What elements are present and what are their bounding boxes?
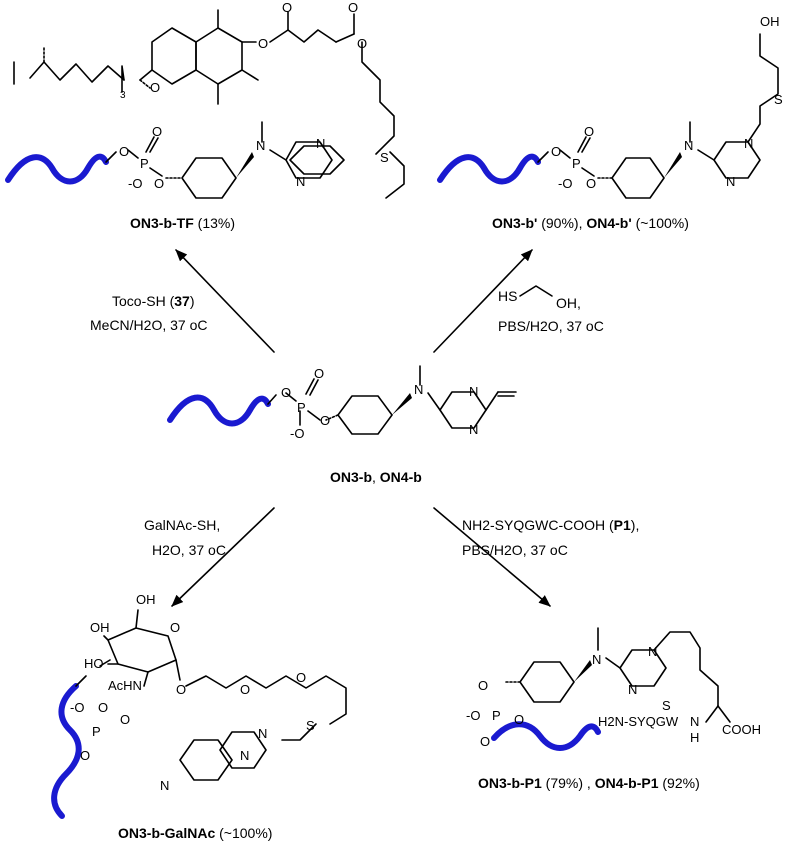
svg-text:HO: HO: [84, 656, 104, 671]
svg-text:HS: HS: [498, 288, 517, 304]
arrow-bottom-left: [171, 507, 275, 607]
svg-text:N: N: [296, 174, 305, 189]
svg-text:OH: OH: [760, 14, 780, 29]
bl-product-label: ON3-b-GalNAc (~100%): [118, 825, 272, 841]
svg-text:O: O: [258, 36, 268, 51]
svg-text:O: O: [282, 0, 292, 15]
svg-text:N: N: [744, 136, 753, 151]
svg-text:N: N: [690, 714, 699, 729]
br-product-label: ON3-b-P1 (79%) , ON4-b-P1 (92%): [478, 775, 700, 791]
svg-text:OH: OH: [136, 592, 156, 607]
center-Ominus: -O: [290, 426, 304, 441]
svg-text:N: N: [240, 748, 249, 763]
oligo-strand-br: [491, 721, 601, 751]
tl-product-molecule: O O O O O S N N N P O O O -O 3: [5, 0, 405, 199]
bl-product-molecule: OH OH HO AcHN O O O O S N N N P O O O -O: [51, 592, 347, 819]
cond-br-line1: NH2-SYQGWC-COOH (P1),: [462, 517, 639, 533]
tr-product-label: ON3-b' (90%), ON4-b' (~100%): [492, 215, 689, 231]
oligo-strand-tr: [437, 153, 541, 185]
svg-text:O: O: [584, 124, 594, 139]
oligo-strand-tl: [5, 153, 109, 185]
svg-text:O: O: [348, 0, 358, 15]
cond-tl-line2: MeCN/H2O, 37 oC: [90, 317, 207, 333]
svg-text:N: N: [592, 652, 601, 667]
cond-br-line2: PBS/H2O, 37 oC: [462, 542, 568, 558]
cond-tl-line1: Toco-SH (37): [112, 293, 194, 309]
svg-text:N: N: [160, 778, 169, 793]
center-N: N: [414, 382, 423, 397]
center-O3: O: [320, 413, 330, 428]
svg-text:O: O: [480, 734, 490, 749]
center-molecule: O P O O -O N N N: [167, 365, 517, 441]
br-product-molecule: O P -O O O N N N S H2N-SYQGW N H COOH: [466, 627, 761, 751]
svg-text:-O: -O: [70, 700, 84, 715]
center-O2: O: [314, 366, 324, 381]
svg-text:N: N: [628, 682, 637, 697]
svg-text:O: O: [152, 124, 162, 139]
svg-text:N: N: [316, 136, 325, 151]
oligo-strand-bl: [51, 683, 82, 819]
svg-text:O: O: [240, 682, 250, 697]
svg-text:S: S: [662, 698, 671, 713]
cond-bl-line2: H2O, 37 oC: [152, 542, 226, 558]
svg-text:N: N: [256, 138, 265, 153]
svg-text:3: 3: [120, 90, 126, 101]
cond-tr-line2: PBS/H2O, 37 oC: [498, 318, 604, 334]
center-compound-label: ON3-b, ON4-b: [330, 469, 422, 485]
svg-text:O: O: [296, 670, 306, 685]
svg-text:OH: OH: [90, 620, 110, 635]
svg-text:O: O: [170, 620, 180, 635]
svg-text:O: O: [98, 700, 108, 715]
svg-text:P: P: [92, 724, 101, 739]
svg-text:O: O: [154, 176, 164, 191]
svg-text:S: S: [774, 92, 783, 107]
svg-text:O: O: [119, 144, 129, 159]
center-O1: O: [281, 385, 291, 400]
svg-text:OH,: OH,: [556, 295, 581, 311]
center-P: P: [297, 400, 306, 415]
svg-text:O: O: [514, 712, 524, 727]
svg-text:N: N: [726, 174, 735, 189]
tl-product-label: ON3-b-TF (13%): [130, 215, 235, 231]
oligo-strand-center: [167, 394, 271, 427]
svg-text:S: S: [380, 150, 389, 165]
svg-text:O: O: [551, 144, 561, 159]
svg-text:N: N: [648, 644, 657, 659]
svg-text:-O: -O: [558, 176, 572, 191]
svg-text:O: O: [478, 678, 488, 693]
svg-text:P: P: [140, 156, 149, 171]
svg-text:O: O: [176, 682, 186, 697]
svg-text:AcHN: AcHN: [108, 678, 142, 693]
svg-text:H: H: [690, 730, 699, 745]
cond-bl-line1: GalNAc-SH,: [144, 517, 220, 533]
svg-text:S: S: [306, 718, 315, 733]
arrow-top-right: [433, 249, 533, 353]
arrow-bottom-right: [433, 507, 551, 607]
cooh-group: COOH: [722, 722, 761, 737]
svg-text:O: O: [150, 80, 160, 95]
svg-text:N: N: [258, 726, 267, 741]
svg-text:P: P: [492, 708, 501, 723]
center-Npy1: N: [469, 384, 478, 399]
svg-text:-O: -O: [128, 176, 142, 191]
tr-product-molecule: OH S N N N P O O O -O: [437, 14, 783, 199]
svg-text:O: O: [586, 176, 596, 191]
svg-text:-O: -O: [466, 708, 480, 723]
center-Npy2: N: [469, 422, 478, 437]
svg-text:O: O: [120, 712, 130, 727]
cond-tr-line1: HS OH,: [498, 285, 581, 311]
svg-text:N: N: [684, 138, 693, 153]
svg-text:O: O: [80, 748, 90, 763]
svg-text:P: P: [572, 156, 581, 171]
arrow-top-left: [175, 249, 275, 353]
svg-text:O: O: [357, 36, 367, 51]
peptide-left: H2N-SYQGW: [598, 714, 679, 729]
